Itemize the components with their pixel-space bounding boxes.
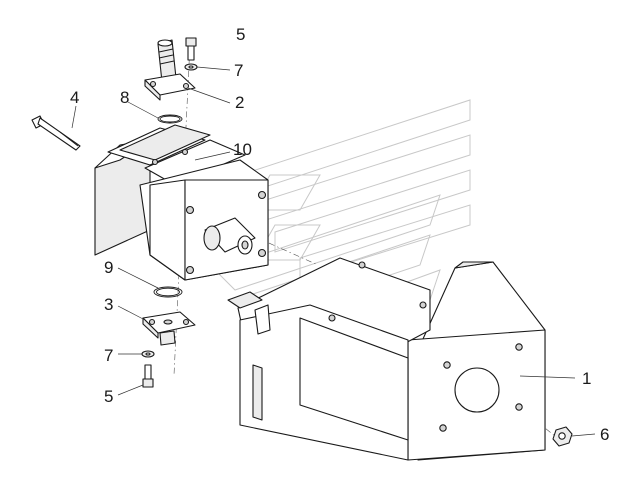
callout-2: 2 — [235, 93, 244, 112]
callout-7-top: 7 — [234, 61, 243, 80]
bolt-part-4 — [31, 115, 81, 151]
callout-7-bottom: 7 — [104, 346, 113, 365]
washer-part-7-bottom — [141, 350, 155, 358]
leader-lines — [71, 66, 596, 437]
screw-part-5-bottom — [142, 364, 154, 388]
callout-3: 3 — [104, 295, 113, 314]
flange-part-3 — [142, 311, 196, 346]
bracket-part-1 — [227, 257, 546, 461]
washer-part-7-top — [184, 63, 198, 71]
callout-5-top: 5 — [236, 25, 245, 44]
oring-part-9 — [153, 286, 183, 298]
callout-8: 8 — [120, 88, 129, 107]
callout-5-bottom: 5 — [104, 387, 113, 406]
callout-4: 4 — [70, 88, 79, 107]
screw-part-5-top — [185, 37, 197, 61]
fitting-part-2 — [144, 39, 196, 101]
callout-10: 10 — [233, 140, 252, 159]
callout-6: 6 — [600, 425, 609, 444]
oring-part-8 — [157, 114, 183, 124]
callout-9: 9 — [104, 258, 113, 277]
nut-part-6 — [552, 426, 573, 447]
callout-labels: 5 7 4 8 2 10 9 3 7 1 5 6 — [70, 25, 609, 444]
pump-part-10 — [94, 124, 269, 281]
callout-1: 1 — [582, 369, 591, 388]
